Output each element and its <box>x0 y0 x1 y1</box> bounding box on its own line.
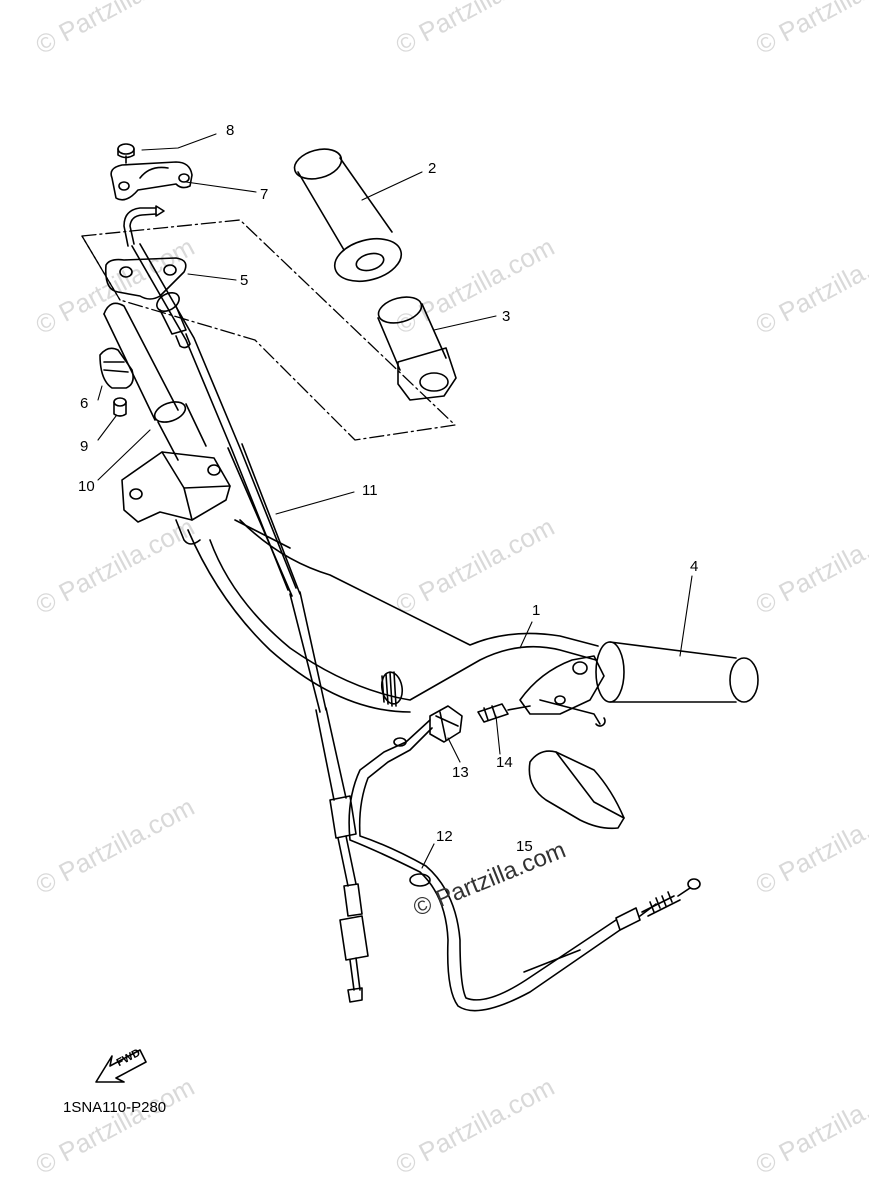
callout-9: 9 <box>80 438 89 455</box>
screw-9 <box>113 397 127 417</box>
lever-cover-15 <box>528 750 625 830</box>
adjuster-14 <box>477 703 531 723</box>
callout-14: 14 <box>496 754 513 771</box>
callout-15: 15 <box>516 838 533 855</box>
adjuster-13 <box>429 705 463 743</box>
throttle-assembly-outline <box>81 219 456 441</box>
throttle-tube-3 <box>377 296 457 401</box>
callout-11: 11 <box>362 482 378 499</box>
clutch-lever-perch <box>519 655 606 727</box>
callout-6: 6 <box>80 395 89 412</box>
callout-13: 13 <box>452 764 469 781</box>
throttle-cable-11 <box>131 243 369 1003</box>
callout-3: 3 <box>502 308 511 325</box>
document-code: 1SNA110-P280 <box>63 1099 167 1116</box>
callout-8: 8 <box>226 122 235 139</box>
callout-12: 12 <box>436 828 453 845</box>
fwd-arrow-icon <box>95 1049 147 1083</box>
grip-2 <box>293 148 403 283</box>
cable-elbow <box>123 205 165 247</box>
handlebar-left-end <box>103 302 207 461</box>
clutch-cable-12 <box>348 719 701 1012</box>
callout-7: 7 <box>260 186 269 203</box>
screw-8 <box>117 143 135 164</box>
callout-10: 10 <box>78 478 95 495</box>
handlebar-1 <box>187 519 599 713</box>
callout-4: 4 <box>690 558 699 575</box>
grip-4 <box>595 641 759 703</box>
callout-1: 1 <box>532 602 541 619</box>
callout-5: 5 <box>240 272 249 289</box>
cable-guide-7 <box>110 161 193 201</box>
lever-holder-10 <box>121 451 231 545</box>
housing-cover-6 <box>99 347 134 389</box>
leader-lines <box>97 133 693 869</box>
callout-2: 2 <box>428 160 437 177</box>
throttle-housing-5 <box>104 257 187 300</box>
